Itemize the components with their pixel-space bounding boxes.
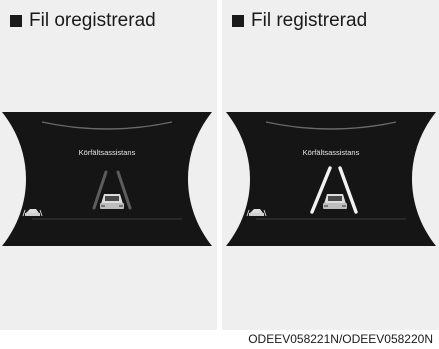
car-icon	[100, 194, 124, 209]
right-lane-line	[338, 166, 358, 214]
display-label: Körfältsassistans	[302, 148, 360, 157]
left-lane-line	[310, 166, 332, 214]
display-label: Körfältsassistans	[78, 148, 136, 157]
lane-detected-panel: Fil registrerad Körfältsassistans	[222, 0, 439, 330]
lane-assist-icon	[22, 209, 43, 217]
panel-title-text: Fil registrerad	[251, 10, 368, 31]
lane-not-detected-panel: Fil oregistrerad Körfältsassistans	[0, 0, 217, 330]
cluster-display: Körfältsassistans	[2, 112, 212, 246]
lane-assist-icon	[246, 209, 267, 217]
square-bullet-icon	[232, 15, 244, 27]
panel-title: Fil registrerad	[232, 10, 367, 32]
image-code: ODEEV058221N/ODEEV058220N	[248, 332, 433, 346]
left-lane-line	[92, 170, 108, 210]
cluster-display: Körfältsassistans	[226, 112, 436, 246]
square-bullet-icon	[10, 15, 22, 27]
car-icon	[323, 194, 347, 209]
cluster-display-graphic	[226, 112, 436, 246]
panel-title-text: Fil oregistrerad	[29, 10, 156, 31]
cluster-display-graphic	[2, 112, 212, 246]
panel-title: Fil oregistrerad	[10, 10, 156, 32]
right-lane-line	[116, 170, 132, 210]
